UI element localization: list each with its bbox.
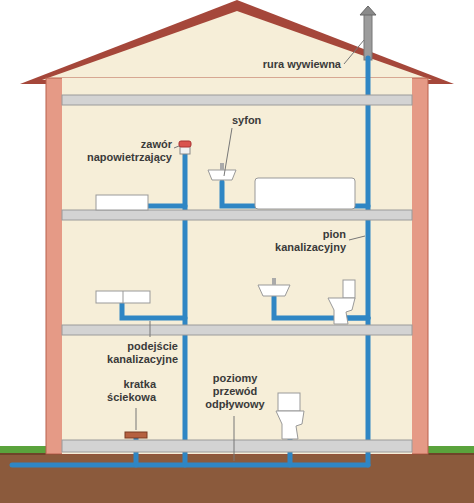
grass <box>0 446 50 453</box>
tap <box>220 163 224 170</box>
toilet <box>276 411 304 439</box>
pipes <box>12 58 368 465</box>
sink-divider <box>123 291 124 303</box>
bathtub <box>255 178 355 209</box>
washbasin <box>208 170 236 180</box>
callout-label: pion kanalizacyjny <box>254 228 346 254</box>
floor-slabs <box>62 95 412 452</box>
leader-lines <box>136 40 365 461</box>
vent-pipe <box>364 14 372 60</box>
kitchen-sink <box>96 291 150 303</box>
vent-cap <box>360 6 376 15</box>
callout-label: kratka ściekowa <box>94 378 156 404</box>
attic <box>42 11 432 80</box>
toilet-tank <box>343 280 355 298</box>
wall <box>46 78 428 454</box>
callout-label: zawór napowietrzający <box>72 138 172 164</box>
toilet <box>328 298 355 324</box>
roof <box>20 0 454 84</box>
callout-label: syfon <box>232 114 282 127</box>
ground <box>0 452 474 503</box>
toilet-tank <box>278 393 300 411</box>
callout-label: poziomy przewód odpływowy <box>198 372 272 411</box>
bidet <box>96 195 148 210</box>
callout-label: podejście kanalizacyjne <box>86 340 178 366</box>
callout-label: rura wywiewna <box>231 58 341 71</box>
washbasin <box>258 285 290 296</box>
interior <box>62 78 412 454</box>
floor-drain <box>125 432 147 438</box>
valve-cap <box>179 141 191 147</box>
tap <box>272 278 276 285</box>
grass <box>424 446 474 453</box>
